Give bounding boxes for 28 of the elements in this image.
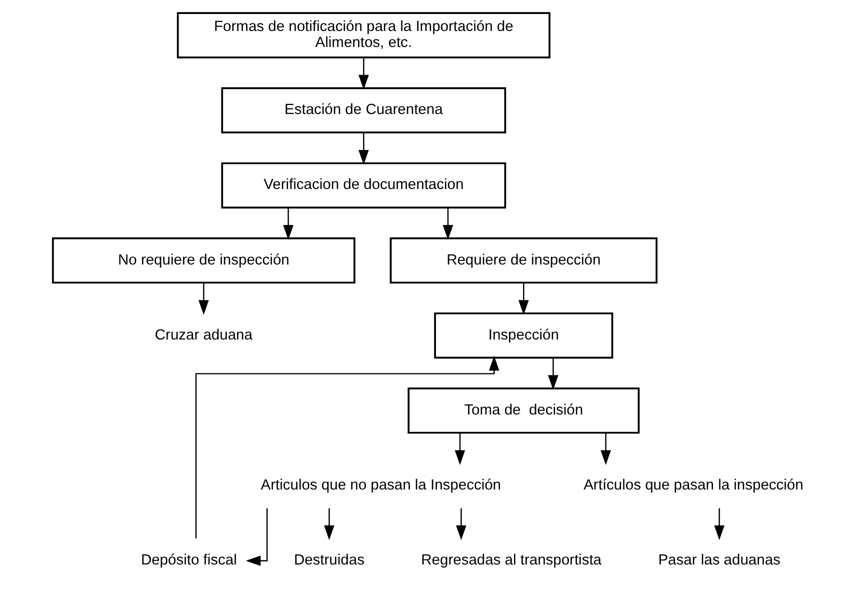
arrow — [324, 508, 334, 540]
arrow — [358, 132, 368, 165]
node-text: Destruidas — [293, 552, 364, 569]
arrow — [198, 282, 208, 315]
arrow — [456, 508, 466, 540]
node-box: Inspección — [434, 312, 613, 359]
arrow — [600, 433, 610, 466]
arrow — [245, 508, 268, 566]
node-text: Articulos que no pasan la Inspección — [260, 477, 501, 494]
arrow — [454, 433, 465, 466]
node-text: Regresadas al transportista — [420, 552, 602, 569]
node-box: Requiere de inspección — [389, 237, 657, 284]
node-text: Artículos que pasan la inspección — [583, 477, 803, 494]
arrow — [548, 358, 558, 390]
arrow — [358, 58, 368, 90]
arrow — [282, 208, 293, 240]
arrow — [714, 508, 724, 540]
arrow — [518, 282, 528, 315]
arrow — [442, 208, 453, 240]
node-box: No requiere de inspección — [52, 237, 355, 284]
node-text: Cruzar aduana — [154, 327, 252, 344]
node-text: Depósito fiscal — [140, 552, 236, 569]
node-box: Formas de notificación para la Importación de Alimentos, etc. — [176, 12, 550, 58]
node-box: Verificacion de documentacion — [220, 162, 506, 208]
node-box: Estación de Cuarentena — [220, 87, 506, 134]
node-box: Toma de decisión — [407, 388, 640, 434]
arrow — [194, 356, 499, 539]
node-text: Pasar las aduanas — [658, 552, 780, 569]
